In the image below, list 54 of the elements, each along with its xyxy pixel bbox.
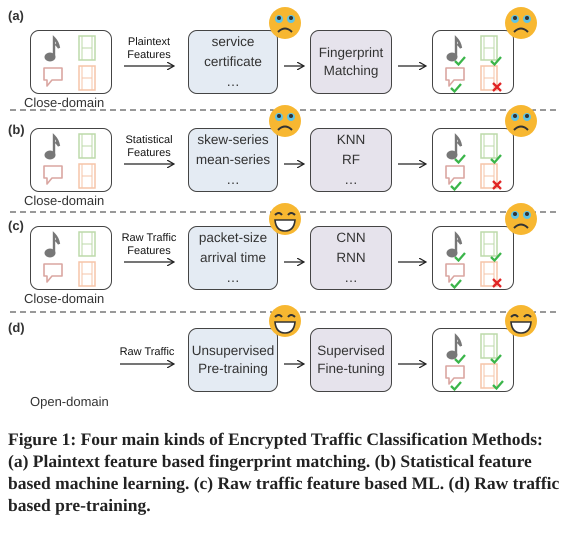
edge-label: Plaintext Features bbox=[126, 36, 172, 62]
arrow bbox=[284, 359, 305, 369]
arrow bbox=[284, 159, 305, 169]
box-text: … bbox=[344, 269, 358, 287]
arrow bbox=[124, 61, 175, 71]
box-text: Supervised Fine-tuning bbox=[316, 342, 386, 378]
caption-text: Open-domain bbox=[30, 394, 109, 409]
caption-text: Close-domain bbox=[24, 193, 104, 208]
panel-label: (a) bbox=[8, 8, 24, 23]
box-text: … bbox=[226, 73, 240, 91]
arrow bbox=[398, 159, 427, 169]
box-text: Unsupervised Pre-training bbox=[190, 342, 276, 378]
feature-box bbox=[188, 30, 278, 94]
box-text: RNN bbox=[336, 249, 366, 267]
input-data-box bbox=[30, 128, 112, 192]
panel-label: (d) bbox=[8, 320, 25, 335]
arrow bbox=[284, 257, 305, 267]
box-text: mean-series bbox=[196, 151, 270, 169]
model-box bbox=[310, 128, 392, 192]
box-text: KNN bbox=[336, 131, 366, 149]
edge-label: Raw Traffic bbox=[118, 346, 176, 359]
box-text: packet-size bbox=[198, 229, 268, 247]
model-box bbox=[310, 30, 392, 94]
feature-box bbox=[188, 226, 278, 290]
arrow bbox=[124, 257, 175, 267]
box-text: CNN bbox=[336, 229, 366, 247]
box-text: Fingerprint Matching bbox=[318, 44, 384, 80]
feature-box bbox=[188, 328, 278, 392]
input-data-box bbox=[30, 30, 112, 94]
box-text: skew-series bbox=[197, 131, 269, 149]
box-text: RF bbox=[342, 151, 360, 169]
arrow bbox=[398, 61, 427, 71]
panel-label: (b) bbox=[8, 122, 25, 137]
edge-label: Raw Traffic Features bbox=[120, 232, 178, 258]
box-text: … bbox=[226, 269, 240, 287]
figure-caption: Figure 1: Four main kinds of Encrypted Traffic Classification Methods: (a) Plaintext feature based fingerprint matching. (b) Statistical feature based machine learning. (c) Raw traffic feature based ML. (d) Raw traffic based pre-training. bbox=[8, 428, 560, 516]
feature-box bbox=[188, 128, 278, 192]
edge-label: Statistical Features bbox=[124, 134, 174, 160]
caption-text: Close-domain bbox=[24, 95, 104, 110]
arrow bbox=[124, 159, 175, 169]
box-text: service bbox=[212, 33, 254, 51]
input-data-box bbox=[30, 226, 112, 290]
panel-label: (c) bbox=[8, 218, 24, 233]
model-box bbox=[310, 226, 392, 290]
arrow bbox=[398, 257, 427, 267]
box-text: certificate bbox=[204, 53, 262, 71]
box-text: … bbox=[344, 171, 358, 189]
box-text: … bbox=[226, 171, 240, 189]
arrow bbox=[284, 61, 305, 71]
arrow bbox=[120, 359, 175, 369]
arrow bbox=[398, 359, 427, 369]
caption-text: Close-domain bbox=[24, 291, 104, 306]
box-text: arrival time bbox=[200, 249, 266, 267]
model-box bbox=[310, 328, 392, 392]
